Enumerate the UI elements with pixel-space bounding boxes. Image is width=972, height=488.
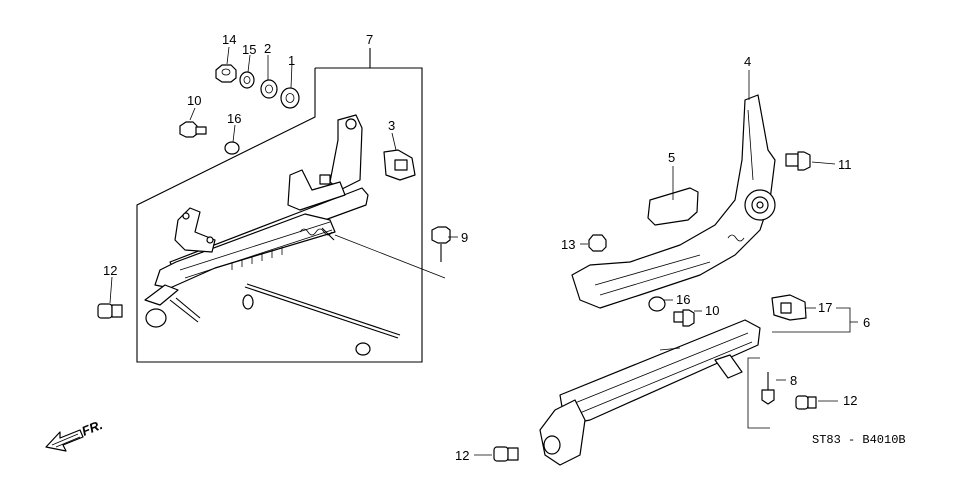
part-17-clip [771,294,807,321]
callout-16-right: 16 [676,292,690,307]
callout-12-bottom: 12 [455,448,469,463]
fr-label: FR. [80,417,105,439]
part-10-bolt-right [673,309,695,327]
part-12-bolt-right [795,395,817,410]
callout-14: 14 [222,32,236,47]
callout-12-right: 12 [843,393,857,408]
callout-7: 7 [366,32,373,47]
part-10-bolt-left [179,121,207,138]
callout-4: 4 [744,54,751,69]
callout-8: 8 [790,373,797,388]
diagram-code: ST83 - B4010B [812,433,906,447]
part-16-washer-left [224,141,240,155]
callout-17: 17 [818,300,832,315]
part-15-washer [239,71,255,89]
part-7-bracket-box [136,48,423,363]
part-12-bolt-bottom [493,446,519,462]
part-11-bolt [785,151,811,171]
callout-10-right: 10 [705,303,719,318]
part-5-knob-cover [647,187,699,226]
callout-15: 15 [242,42,256,57]
part-12-bolt-left [97,303,123,319]
callout-11: 11 [838,157,852,172]
callout-3: 3 [388,118,395,133]
callout-6: 6 [863,315,870,330]
callout-13: 13 [561,237,575,252]
part-16-washer-right [648,296,666,312]
part-2-washer [260,79,278,99]
part-6-rail [539,319,761,466]
part-3-clip [383,149,416,181]
part-9-bolt [431,226,451,262]
left-seat-adjuster-assembly [144,114,446,356]
callout-9: 9 [461,230,468,245]
callout-1: 1 [288,53,295,68]
part-14-nut [215,64,237,83]
callout-2: 2 [264,41,271,56]
callout-10-left: 10 [187,93,201,108]
callout-16-left: 16 [227,111,241,126]
leader-lines-right [474,70,858,456]
part-4-recliner [571,94,776,309]
part-8-bolt [761,372,775,405]
leader-lines-left [109,46,458,304]
callout-12-left: 12 [103,263,117,278]
callout-5: 5 [668,150,675,165]
front-direction-arrow: FR. [45,417,105,452]
part-13-nut [588,234,607,252]
part-1-washer [280,87,300,109]
